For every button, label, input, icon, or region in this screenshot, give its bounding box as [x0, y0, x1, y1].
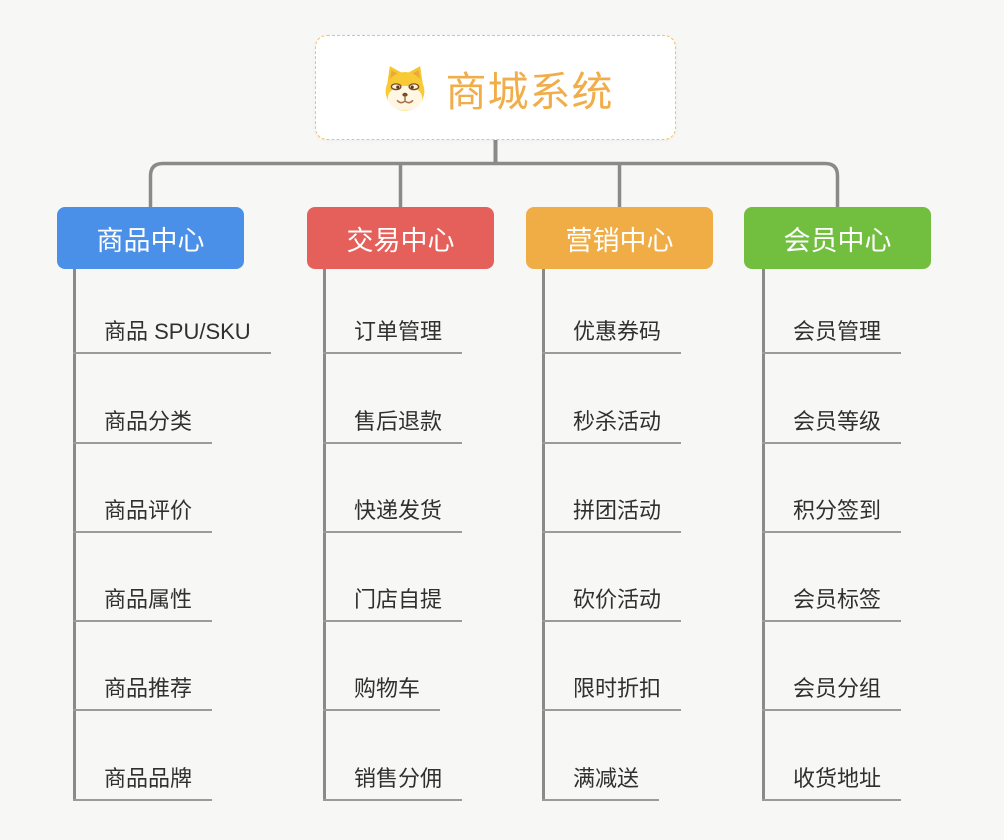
branch-column-member: 会员管理 会员等级 积分签到 会员标签 会员分组 收货地址 — [762, 265, 1004, 801]
leaf-node[interactable]: 积分签到 — [762, 493, 902, 533]
branch-node-marketing[interactable]: 营销中心 — [526, 207, 713, 269]
leaf-node[interactable]: 商品 SPU/SKU — [73, 314, 271, 355]
leaf-node[interactable]: 收货地址 — [762, 761, 902, 801]
leaf-node[interactable]: 订单管理 — [323, 314, 463, 355]
leaf-node[interactable]: 优惠券码 — [542, 314, 682, 355]
leaf-node[interactable]: 砍价活动 — [542, 582, 682, 623]
branch-column-trade: 订单管理 售后退款 快递发货 门店自提 购物车 销售分佣 — [323, 265, 613, 801]
leaf-row: 商品属性 — [73, 533, 363, 623]
leaf-node[interactable]: 秒杀活动 — [542, 404, 682, 444]
leaf-row: 销售分佣 — [323, 711, 613, 801]
leaf-node[interactable]: 满减送 — [542, 761, 660, 801]
root-node[interactable]: 商城系统 — [315, 35, 676, 140]
branch-node-goods[interactable]: 商品中心 — [57, 207, 244, 269]
leaf-node[interactable]: 会员等级 — [762, 404, 902, 444]
leaf-row: 商品推荐 — [73, 622, 363, 712]
leaf-node[interactable]: 销售分佣 — [323, 761, 463, 801]
leaf-node[interactable]: 购物车 — [323, 671, 441, 712]
leaf-row: 会员等级 — [762, 354, 1004, 444]
leaf-row: 会员标签 — [762, 533, 1004, 623]
leaf-row: 商品 SPU/SKU — [73, 265, 363, 355]
leaf-node[interactable]: 限时折扣 — [542, 671, 682, 712]
leaf-row: 门店自提 — [323, 533, 613, 623]
leaf-node[interactable]: 商品属性 — [73, 582, 213, 623]
leaf-row: 限时折扣 — [542, 622, 832, 712]
leaf-node[interactable]: 商品评价 — [73, 493, 213, 533]
leaf-row: 商品分类 — [73, 354, 363, 444]
leaf-row: 满减送 — [542, 711, 832, 801]
leaf-row: 会员管理 — [762, 265, 1004, 355]
leaf-row: 收货地址 — [762, 711, 1004, 801]
leaf-node[interactable]: 门店自提 — [323, 582, 463, 623]
shiba-dog-icon — [385, 65, 424, 111]
branch-node-trade[interactable]: 交易中心 — [307, 207, 494, 269]
leaf-row: 拼团活动 — [542, 444, 832, 533]
leaf-row: 订单管理 — [323, 265, 613, 355]
leaf-row: 商品品牌 — [73, 711, 363, 801]
leaf-row: 积分签到 — [762, 444, 1004, 533]
leaf-row: 商品评价 — [73, 444, 363, 533]
branch-node-member[interactable]: 会员中心 — [744, 207, 931, 269]
leaf-row: 会员分组 — [762, 622, 1004, 712]
leaf-node[interactable]: 商品品牌 — [73, 761, 213, 801]
leaf-node[interactable]: 会员分组 — [762, 671, 902, 712]
leaf-node[interactable]: 会员标签 — [762, 582, 902, 623]
leaf-row: 砍价活动 — [542, 533, 832, 623]
leaf-node[interactable]: 拼团活动 — [542, 493, 682, 533]
leaf-node[interactable]: 快递发货 — [323, 493, 463, 533]
leaf-row: 优惠券码 — [542, 265, 832, 355]
branch-column-goods: 商品 SPU/SKU 商品分类 商品评价 商品属性 商品推荐 商品品牌 — [73, 265, 363, 801]
branch-column-marketing: 优惠券码 秒杀活动 拼团活动 砍价活动 限时折扣 满减送 — [542, 265, 832, 801]
leaf-row: 购物车 — [323, 622, 613, 712]
root-title: 商城系统 — [445, 68, 614, 115]
leaf-row: 售后退款 — [323, 354, 613, 444]
leaf-node[interactable]: 商品分类 — [73, 404, 213, 444]
leaf-row: 快递发货 — [323, 444, 613, 533]
leaf-node[interactable]: 商品推荐 — [73, 671, 213, 712]
leaf-node[interactable]: 会员管理 — [762, 314, 902, 355]
leaf-node[interactable]: 售后退款 — [323, 404, 463, 444]
leaf-row: 秒杀活动 — [542, 354, 832, 444]
